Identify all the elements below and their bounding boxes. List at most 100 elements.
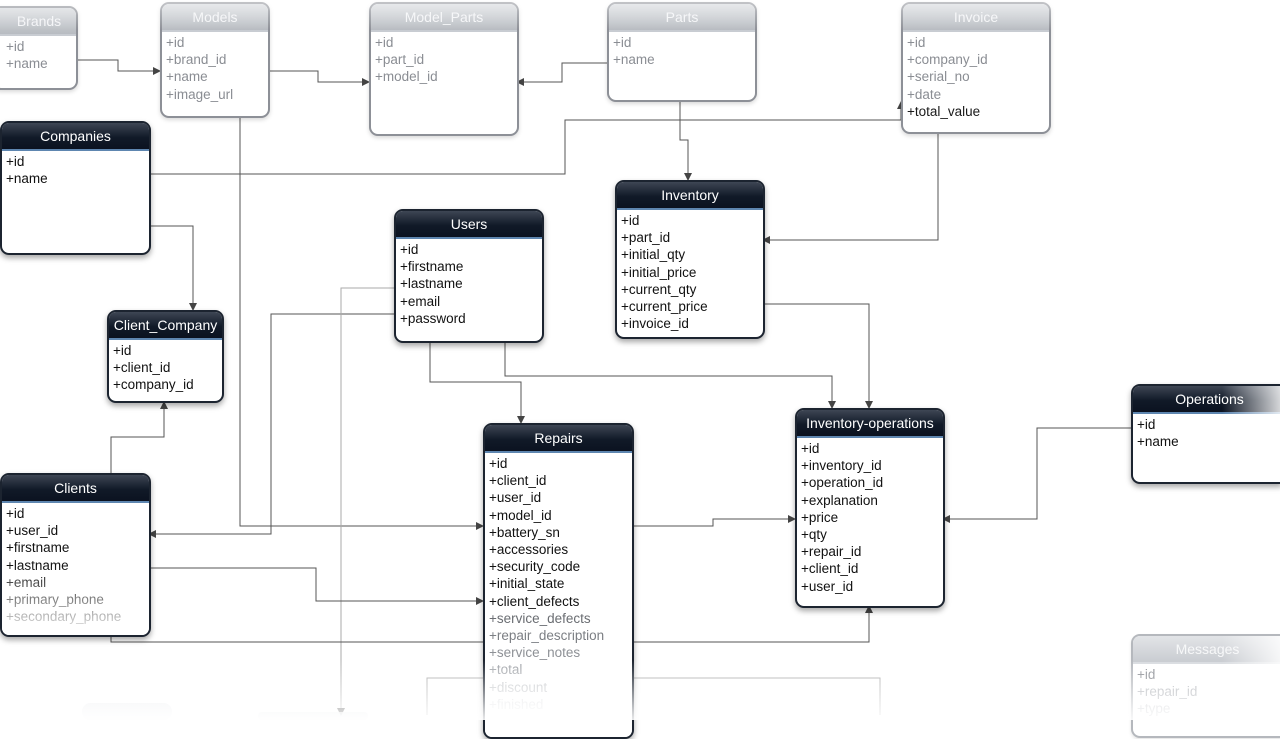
field: +client_id (113, 360, 171, 376)
link-clients-repairs (149, 567, 484, 605)
field: +id (621, 213, 640, 228)
field: +repair_id (1137, 684, 1198, 700)
field: +name (6, 56, 48, 72)
entity-messages[interactable]: Messages +id +repair_id +type (1131, 634, 1280, 738)
field: +initial_state (489, 576, 565, 592)
field: +id (801, 441, 820, 456)
link-companies-clientcompany (149, 225, 197, 311)
field: +id (489, 456, 508, 471)
field: +email (6, 574, 47, 590)
field: +price (801, 509, 839, 525)
link-brands-models (76, 59, 161, 75)
entity-clients[interactable]: Clients +id +user_id +firstname +lastnam… (0, 473, 151, 637)
field: +id (6, 39, 25, 54)
field: +lastname (6, 557, 69, 573)
field: +repair_id (801, 544, 862, 560)
entity-ghost-left[interactable] (82, 703, 172, 720)
field: +current_price (621, 299, 708, 315)
field: +service_notes (489, 645, 581, 661)
link-operations-invops (942, 427, 1131, 523)
field: +date (907, 86, 942, 102)
entity-ghost-middle[interactable] (258, 712, 368, 720)
entity-title: Parts (609, 4, 755, 32)
entity-title: Inventory (617, 182, 763, 210)
field: +user_id (489, 490, 542, 506)
field: +id (6, 154, 25, 169)
entity-title: Messages (1133, 636, 1280, 664)
link-users-invops (504, 341, 836, 409)
entity-inventory-operations[interactable]: Inventory-operations +id +inventory_id +… (795, 408, 945, 608)
link-users-lower (337, 287, 394, 716)
field: +firstname (400, 259, 464, 275)
field: +id (613, 35, 632, 50)
field: +id (166, 35, 185, 50)
field: +secondary_phone (6, 609, 122, 625)
field: +name (1137, 434, 1179, 450)
field: +name (6, 171, 48, 187)
field: +type (1137, 701, 1171, 717)
field: +id (907, 35, 926, 50)
field: +part_id (375, 52, 425, 68)
field: +id (1137, 667, 1156, 682)
field: +firstname (6, 540, 70, 556)
field: +battery_sn (489, 524, 560, 540)
field: +id (400, 242, 419, 257)
entity-title: Inventory-operations (797, 410, 943, 438)
field: +password (400, 310, 466, 326)
link-users-repairs (429, 341, 525, 424)
entity-invoice[interactable]: Invoice +id +company_id +serial_no +date… (901, 2, 1051, 134)
field: +company_id (907, 52, 988, 68)
field: +inventory_id (801, 458, 882, 474)
field: +id (375, 35, 394, 50)
entity-client-company[interactable]: Client_Company +id +client_id +company_i… (107, 310, 224, 403)
entity-repairs[interactable]: Repairs +id +client_id +user_id +model_i… (483, 423, 634, 739)
field: +explanation (801, 492, 878, 508)
entity-models[interactable]: Models +id +brand_id +name +image_url (160, 2, 270, 118)
entity-title: Clients (2, 475, 149, 503)
entity-title: Model_Parts (371, 4, 517, 32)
entity-title: Models (162, 4, 268, 32)
entity-title: Users (396, 211, 542, 239)
entity-parts[interactable]: Parts +id +name (607, 2, 757, 102)
field: +name (613, 52, 655, 68)
entity-users[interactable]: Users +id +firstname +lastname +email +p… (394, 209, 544, 343)
link-clients-clientcompany (110, 401, 168, 473)
link-inventory-invops (763, 303, 873, 409)
link-parts-inventory (679, 100, 692, 181)
link-parts-modelparts (516, 62, 607, 86)
field: +user_id (801, 578, 854, 594)
field: +initial_qty (621, 247, 686, 263)
entity-title: Brands (0, 8, 76, 36)
entity-title: Repairs (485, 425, 632, 453)
entity-inventory[interactable]: Inventory +id +part_id +initial_qty +ini… (615, 180, 765, 339)
field: +brand_id (166, 52, 227, 68)
field: +model_id (489, 507, 552, 523)
entity-brands[interactable]: Brands +id +name (0, 6, 78, 90)
field: +accessories (489, 542, 569, 558)
field: +primary_phone (6, 592, 104, 608)
entity-operations[interactable]: Operations +id +name (1131, 384, 1280, 484)
field: +client_id (801, 561, 859, 577)
field: +user_id (6, 523, 59, 539)
field: +initial_price (621, 264, 697, 280)
field: +part_id (621, 230, 671, 246)
field: +finished (489, 696, 544, 712)
entity-title: Operations (1133, 386, 1280, 414)
field: +id (1137, 417, 1156, 432)
field: +operation_id (801, 475, 884, 491)
entity-title: Invoice (903, 4, 1049, 32)
field: +discount (489, 679, 548, 695)
field: +security_code (489, 559, 581, 575)
field: +email (400, 293, 441, 309)
entity-title: Client_Company (109, 312, 222, 340)
entity-model-parts[interactable]: Model_Parts +id +part_id +model_id (369, 2, 519, 136)
field: +serial_no (907, 69, 970, 85)
field: +total (489, 662, 523, 678)
field: +id (113, 343, 132, 358)
field: +lastname (400, 276, 463, 292)
entity-title: Companies (2, 123, 149, 151)
field: +service_defects (489, 610, 591, 626)
entity-companies[interactable]: Companies +id +name (0, 121, 151, 255)
field: +image_url (166, 86, 234, 102)
